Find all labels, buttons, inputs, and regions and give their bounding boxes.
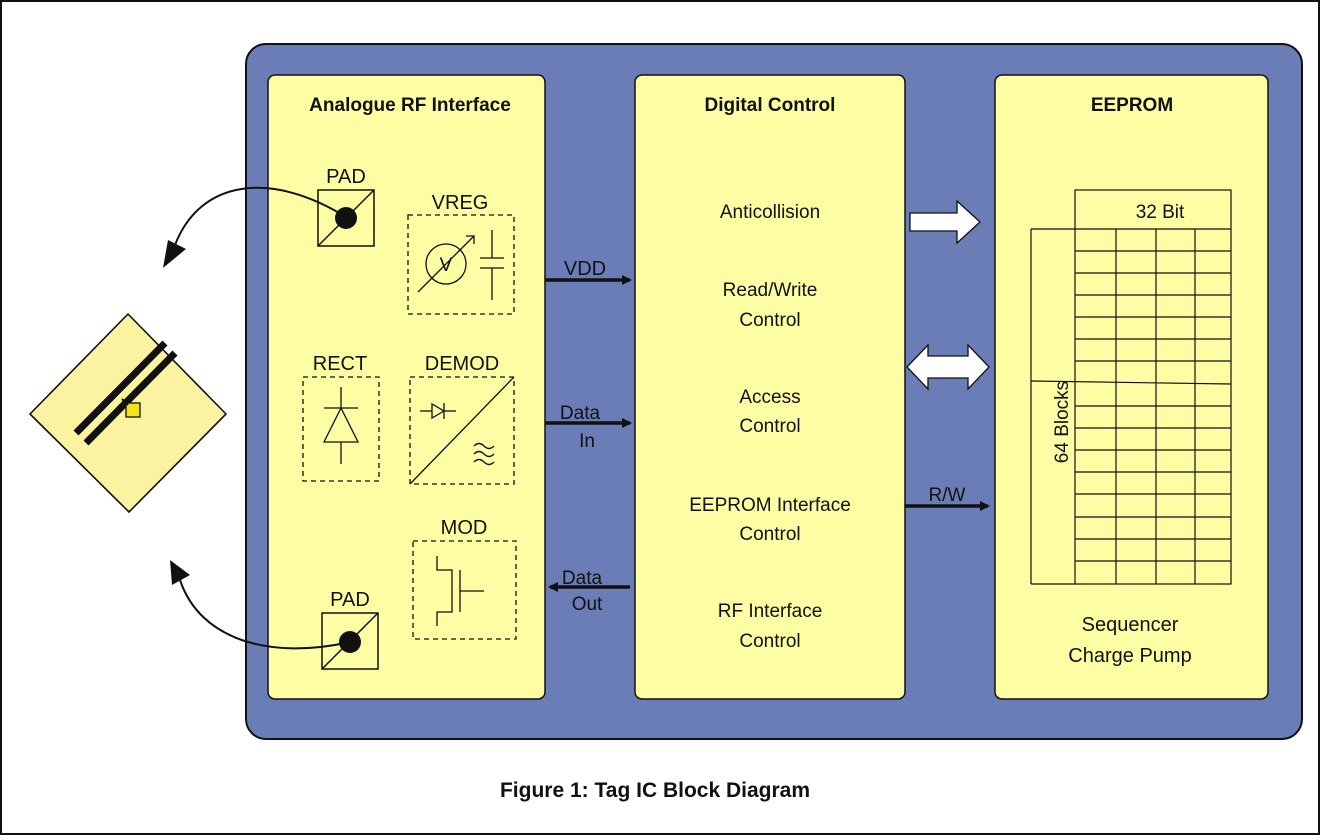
function-rf-if-line1: RF Interface: [718, 601, 823, 622]
demod-diagonal: [409, 376, 515, 485]
voltmeter-needle-head: [466, 235, 475, 244]
signal-vdd: VDD: [545, 258, 632, 285]
demod-box: [409, 376, 515, 485]
tag-chip: [125, 402, 141, 418]
tag-antenna-line1: [73, 340, 168, 436]
rf-arrow-out: [174, 186, 347, 246]
eeprom-footer-line2: Charge Pump: [1068, 645, 1191, 667]
pad-top-label: PAD: [326, 166, 366, 188]
eeprom-outline-arrow-right: [909, 199, 981, 245]
lowpass-filter-icon: [473, 442, 495, 466]
signal-data-in: Data In: [545, 403, 632, 452]
digital-control-panel: [634, 74, 906, 700]
rf-interface-block: Analogue RF Interface PAD VREG V RECT DE: [267, 74, 546, 700]
eeprom-panel: [994, 74, 1269, 700]
rw-label: R/W: [929, 485, 966, 506]
rf-arrow-in-head: [170, 560, 190, 585]
memory-array: [1030, 189, 1232, 585]
function-anticollision: Anticollision: [720, 202, 820, 223]
rf-interface-title: Analogue RF Interface: [309, 95, 511, 116]
rect-box: [302, 376, 380, 482]
data-in-label-line1: Data: [560, 403, 601, 424]
rf-arrow-out-head: [163, 240, 186, 268]
tag-chip-connector: [121, 398, 129, 406]
eeprom-block: EEPROM 32 Bit 6: [994, 74, 1269, 700]
digital-control-title: Digital Control: [705, 95, 836, 116]
pad-bottom-label: PAD: [330, 589, 370, 611]
function-readwrite-line1: Read/Write: [723, 280, 818, 301]
tag-antenna-line2: [83, 350, 178, 446]
eeprom-outline-arrow-bidirectional: [906, 343, 990, 391]
mod-box: [412, 540, 517, 640]
mod-label: MOD: [441, 517, 488, 539]
digital-control-block: Digital Control Anticollision Read/Write…: [634, 74, 906, 700]
demod-diode-icon: [420, 402, 456, 420]
function-readwrite-line2: Control: [739, 310, 800, 331]
function-access-line1: Access: [739, 387, 800, 408]
vdd-label: VDD: [564, 258, 606, 280]
transistor-icon: [436, 556, 484, 626]
signal-data-out: Data Out: [548, 568, 630, 615]
demod-label: DEMOD: [425, 353, 499, 375]
vreg-label: VREG: [432, 192, 489, 214]
voltmeter-icon: [425, 243, 467, 285]
vreg-box: [407, 214, 515, 315]
figure-caption: Figure 1: Tag IC Block Diagram: [500, 779, 810, 802]
data-out-label-line2: Out: [572, 594, 603, 615]
capacitor-icon: [480, 230, 504, 300]
function-rf-if-line2: Control: [739, 631, 800, 652]
column-width-label: 32 Bit: [1136, 202, 1185, 223]
diode-icon: [322, 387, 360, 464]
eeprom-footer-line1: Sequencer: [1082, 614, 1179, 636]
function-eeprom-if-line2: Control: [739, 524, 800, 545]
rf-arrow-in: [179, 579, 351, 650]
eeprom-title: EEPROM: [1091, 95, 1173, 116]
pad-top-contact: [335, 207, 357, 229]
row-count-label: 64 Blocks: [1052, 381, 1073, 463]
function-eeprom-if-line1: EEPROM Interface: [689, 495, 851, 516]
voltmeter-needle: [417, 235, 475, 293]
voltmeter-symbol: V: [440, 255, 453, 276]
signal-rw: R/W: [905, 485, 990, 511]
rfid-tag: [29, 313, 227, 513]
data-in-label-line2: In: [579, 431, 595, 452]
rect-label: RECT: [313, 353, 367, 375]
data-out-label-line1: Data: [562, 568, 603, 589]
function-access-line2: Control: [739, 416, 800, 437]
